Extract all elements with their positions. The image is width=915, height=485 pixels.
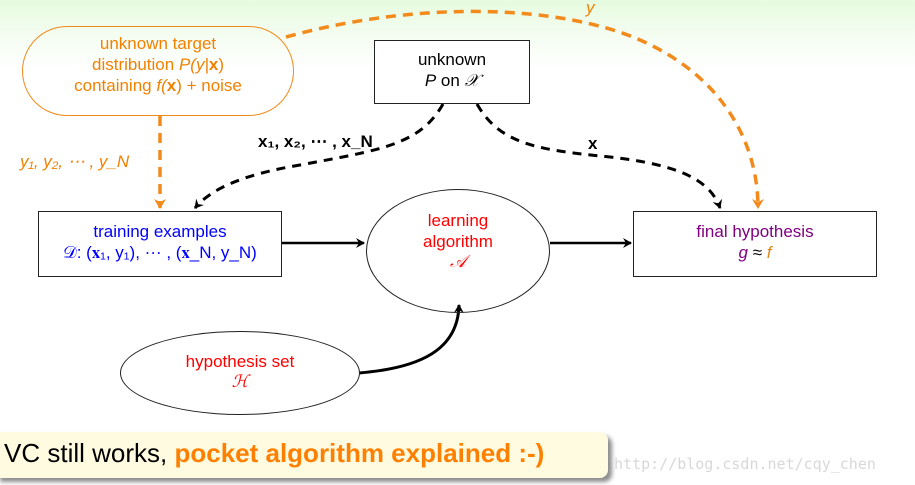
hypothesis-set-node: hypothesis set ℋ [120, 331, 360, 415]
training-line1: training examples [93, 222, 227, 241]
learning-algorithm-node: learning algorithm 𝒜 [366, 189, 550, 313]
final-f: f [766, 243, 772, 262]
callout-plain: VC still works, [4, 438, 175, 468]
final-line1: final hypothesis [696, 222, 814, 241]
final-line2: g ≈ f [634, 242, 876, 263]
final-approx: ≈ [747, 243, 767, 262]
edge-label-xs: x₁, x₂, ⋯ , x_N [258, 132, 373, 151]
target-distribution-node: unknown target distribution P(y|x) conta… [22, 26, 294, 116]
target-line2: distribution P(y|x) [23, 54, 293, 75]
target-line3: containing f(x) + noise [23, 75, 293, 96]
target-line2-math: P(y| [178, 55, 209, 74]
edge-input-to-training [193, 103, 445, 209]
input-distribution-node: unknown P on 𝒳 [374, 40, 530, 104]
hset-line1: hypothesis set [185, 352, 295, 371]
learning-line3: 𝒜 [449, 252, 467, 272]
edge-label-y: y [586, 0, 595, 17]
final-g: g [738, 243, 748, 262]
target-line3-prefix: containing [74, 76, 157, 95]
edge-target-to-final [285, 9, 764, 209]
edge-label-x: x [588, 134, 598, 153]
input-space: 𝒳 [464, 71, 480, 91]
target-line3-f: f( [156, 76, 167, 95]
final-hypothesis-node: final hypothesis g ≈ f [633, 211, 877, 277]
learning-line1: learning [427, 211, 489, 230]
target-line2-bold: x [208, 55, 219, 74]
input-line1: unknown [417, 50, 487, 69]
callout-banner: VC still works, pocket algorithm explain… [0, 432, 608, 478]
callout-emphasis: pocket algorithm explained :-) [174, 438, 545, 468]
training-line2: 𝒟: (𝐱₁, y₁), ⋯ , (𝐱_N, y_N) [63, 243, 257, 262]
input-p: P [424, 71, 437, 90]
target-line1: unknown target [99, 34, 217, 53]
watermark: http://blog.csdn.net/cqy_chen [614, 455, 876, 473]
input-on: on [436, 71, 465, 90]
input-line2: P on 𝒳 [375, 70, 529, 92]
training-examples-node: training examples 𝒟: (𝐱₁, y₁), ⋯ , (𝐱_N,… [38, 211, 282, 277]
target-line3-bold: x [166, 76, 177, 95]
edge-hset-to-learning [358, 304, 464, 375]
target-line2-close: ) [218, 55, 224, 74]
target-line3-suffix: ) + noise [176, 76, 242, 95]
target-line2-prefix: distribution [92, 55, 179, 74]
edge-input-to-final [475, 103, 723, 209]
learning-line2: algorithm [423, 232, 493, 251]
hset-line2: ℋ [231, 372, 249, 392]
edge-label-ys: y₁, y₂, ⋯ , y_N [20, 152, 130, 171]
